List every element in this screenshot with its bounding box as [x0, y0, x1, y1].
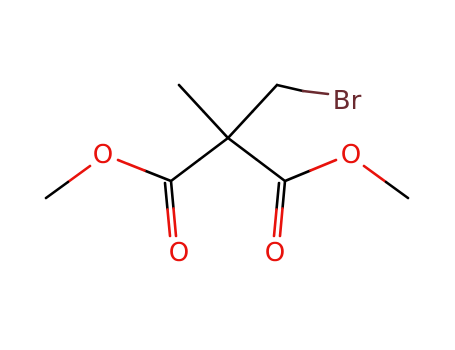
- bond-ester-oxygen-left-methyl-half-a: [66, 164, 92, 184]
- bond-carbonyl-left-double-1-half-a: [169, 179, 175, 210]
- bond-quaternary-methylene-half-a: [226, 110, 254, 140]
- bond-quaternary-carbonyl-left-half-a: [198, 136, 230, 161]
- bond-quaternary-methylene-half-b: [251, 83, 279, 113]
- bond-carbonyl-right-ester-oxygen-half-a: [283, 169, 312, 183]
- bond-methylene-bromine-half-a: [275, 83, 305, 93]
- carbonyl-oxygen-right-label: O: [265, 238, 285, 268]
- bond-carbonyl-left-double-2-half-b: [166, 208, 172, 238]
- bond-carbonyl-right-double-2-half-a: [275, 181, 281, 211]
- bond-quaternary-carbonyl-left-half-b: [169, 158, 201, 183]
- ester-oxygen-left-label: O: [93, 140, 113, 170]
- bond-methylene-bromine-half-b: [301, 89, 330, 96]
- bond-carbonyl-left-double-2-half-a: [163, 181, 169, 211]
- bond-carbonyl-right-double-1-half-a: [281, 179, 287, 210]
- bond-carbonyl-left-ester-oxygen-half-a: [143, 169, 173, 183]
- bond-quaternary-methyl-half-a: [202, 110, 230, 140]
- bond-quaternary-carbonyl-right-half-b: [255, 158, 287, 183]
- bond-carbonyl-left-double-1-half-b: [172, 207, 178, 238]
- bromine-atom-label: Br: [333, 86, 362, 116]
- bond-quaternary-methyl-half-b: [177, 83, 205, 113]
- carbonyl-oxygen-left-label: O: [169, 238, 189, 268]
- bond-carbonyl-right-ester-oxygen-half-b: [309, 158, 338, 172]
- bond-quaternary-carbonyl-right-half-a: [226, 136, 258, 161]
- bond-carbonyl-left-ester-oxygen-half-b: [116, 158, 146, 172]
- atom-label-layer: Br O O O O: [93, 86, 362, 268]
- bond-ester-oxygen-right-methyl-half-a: [362, 164, 388, 184]
- ester-oxygen-right-label: O: [341, 140, 361, 170]
- bond-ester-oxygen-right-methyl-half-b: [384, 180, 410, 200]
- bond-carbonyl-right-double-2-half-b: [272, 208, 278, 238]
- bond-ester-oxygen-left-methyl-half-b: [44, 180, 70, 200]
- bond-layer: [44, 83, 410, 238]
- bond-carbonyl-right-double-1-half-b: [278, 207, 284, 238]
